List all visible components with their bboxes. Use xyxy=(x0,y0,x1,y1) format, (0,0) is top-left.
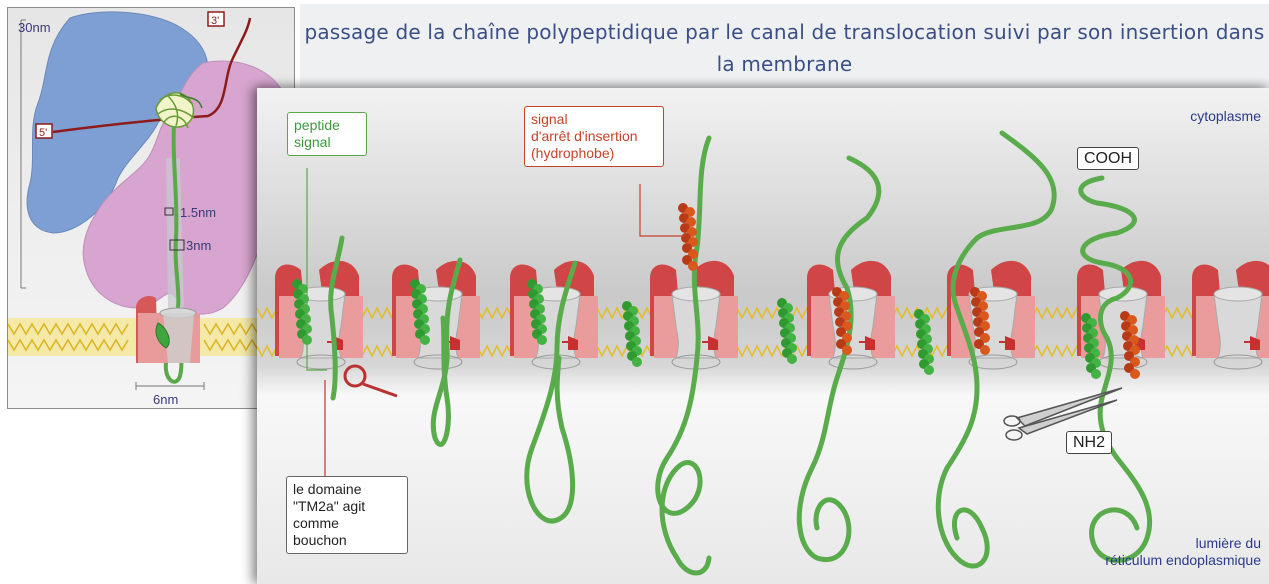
cooh-label: COOH xyxy=(1077,147,1139,170)
title-panel: passage de la chaîne polypeptidique par … xyxy=(300,4,1269,88)
stop-signal-callout: signal d'arrêt d'insertion (hydrophobe) xyxy=(524,106,664,167)
translocation-panel: cytoplasme peptide signal signal d'arrêt… xyxy=(257,88,1269,584)
ribosome-inset: 30nm 5' 3' 1.5nm 3nm 6nm xyxy=(7,7,295,409)
stop-signal-line-1: signal xyxy=(531,111,657,128)
stop-signal-line-2: d'arrêt d'insertion xyxy=(531,128,657,145)
cytoplasm-label: cytoplasme xyxy=(1190,108,1261,125)
width-label-6nm: 6nm xyxy=(153,392,178,407)
pore-label-3nm: 3nm xyxy=(186,238,211,253)
lumen-line-2: réticulum endoplasmique xyxy=(1105,552,1261,569)
plug-domain-callout: le domaine "TM2a" agit comme bouchon xyxy=(286,476,408,554)
mrna-3prime-label: 3' xyxy=(211,15,219,27)
lumen-line-1: lumière du xyxy=(1105,535,1261,552)
plug-line-2: "TM2a" agit xyxy=(293,498,401,515)
pore-label-1-5nm: 1.5nm xyxy=(180,205,216,220)
mrna-5prime-label: 5' xyxy=(39,127,47,139)
scale-label-30nm: 30nm xyxy=(18,20,51,35)
plug-line-4: bouchon xyxy=(293,532,401,549)
ribosome-inset-drawing xyxy=(8,8,294,408)
peptide-signal-text: peptide signal xyxy=(294,117,340,150)
peptide-signal-callout: peptide signal xyxy=(287,112,367,156)
stop-signal-line-3: (hydrophobe) xyxy=(531,145,657,162)
diagram-title: passage de la chaîne polypeptidique par … xyxy=(300,16,1269,80)
plug-line-3: comme xyxy=(293,515,401,532)
plug-line-1: le domaine xyxy=(293,481,401,498)
lumen-label: lumière du réticulum endoplasmique xyxy=(1105,535,1261,569)
nh2-label: NH2 xyxy=(1066,431,1112,454)
